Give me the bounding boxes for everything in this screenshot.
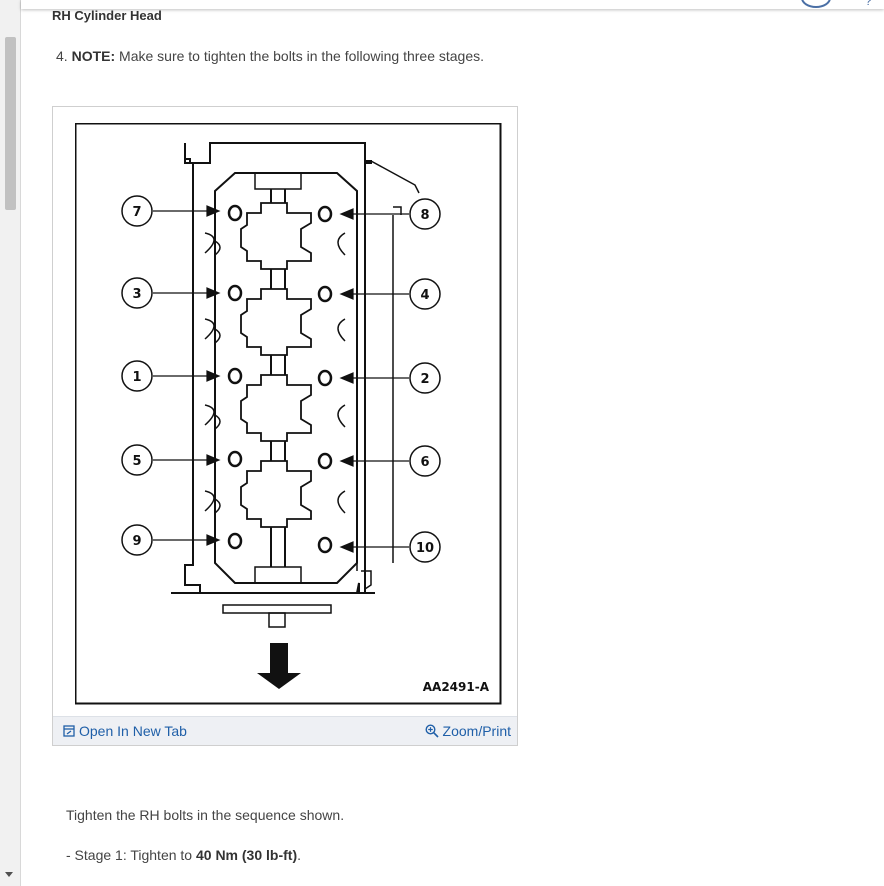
callout-3: 3: [132, 287, 141, 302]
step-note: 4. NOTE: Make sure to tighten the bolts …: [56, 48, 484, 64]
help-icon[interactable]: ?: [865, 0, 872, 8]
callout-1: 1: [132, 370, 141, 385]
open-in-new-tab-label: Open In New Tab: [79, 723, 187, 739]
callout-4: 4: [420, 288, 429, 303]
stage-1-suffix: .: [297, 847, 301, 863]
zoom-print-link[interactable]: Zoom/Print: [425, 723, 511, 739]
open-new-tab-icon: [63, 725, 75, 737]
zoom-icon: [425, 724, 439, 738]
bolt-holes: [227, 204, 333, 554]
note-label: NOTE:: [71, 48, 116, 64]
callout-5: 5: [132, 454, 141, 469]
callout-2: 2: [420, 372, 429, 387]
stage-1-text: - Stage 1: Tighten to 40 Nm (30 lb-ft).: [66, 847, 301, 863]
scroll-down-arrow-icon[interactable]: [5, 872, 13, 877]
figure-footer: Open In New Tab Zoom/Print: [53, 716, 517, 745]
open-in-new-tab-link[interactable]: Open In New Tab: [63, 723, 187, 739]
scrollbar-thumb[interactable]: [5, 37, 16, 210]
right-callouts: 8 4 2 6 10: [409, 198, 441, 563]
callout-10: 10: [416, 541, 434, 556]
front-arrow-icon: [257, 643, 301, 689]
callout-7: 7: [132, 205, 141, 220]
instruction-text: Tighten the RH bolts in the sequence sho…: [66, 807, 345, 823]
step-number: 4.: [56, 48, 68, 64]
callout-9: 9: [132, 534, 141, 549]
figure-panel: 7 3 1 5 9 8 4 2 6 10 AA2491-A: [52, 106, 518, 746]
note-text: Make sure to tighten the bolts in the fo…: [119, 48, 485, 64]
scrollbar[interactable]: [0, 0, 21, 886]
head-outline: [184, 142, 372, 594]
callout-6: 6: [420, 455, 429, 470]
user-avatar-icon[interactable]: [801, 0, 831, 8]
section-title: RH Cylinder Head: [52, 8, 162, 23]
figure-id: AA2491-A: [423, 680, 490, 694]
stage-1-prefix: - Stage 1: Tighten to: [66, 847, 193, 863]
cylinder-head-diagram: 7 3 1 5 9 8 4 2 6 10 AA2491-A: [75, 123, 502, 705]
zoom-print-label: Zoom/Print: [442, 723, 511, 739]
callout-8: 8: [420, 208, 429, 223]
left-callouts: 7 3 1 5 9: [121, 195, 153, 556]
top-toolbar: ?: [21, 0, 884, 9]
stage-1-torque: 40 Nm (30 lb-ft): [195, 847, 298, 863]
